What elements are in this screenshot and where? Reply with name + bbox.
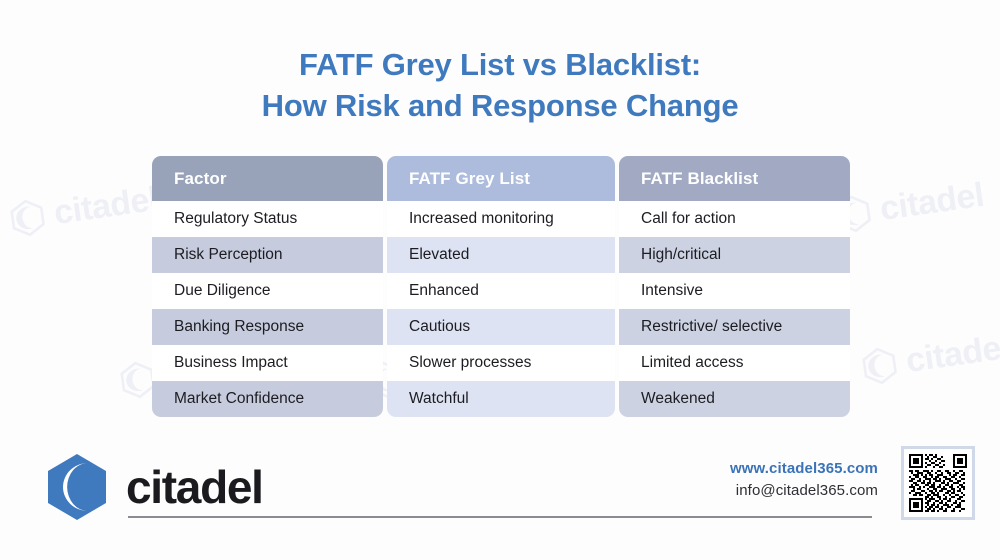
column-header-factor: Factor [152, 156, 383, 201]
table-row: Regulatory Status Increased monitoring C… [152, 201, 850, 237]
footer-divider [128, 516, 872, 518]
page-title-line-2: How Risk and Response Change [261, 88, 739, 123]
cell-grey-list: Enhanced [387, 273, 615, 309]
watermark: citadel [834, 176, 986, 235]
cell-grey-list: Increased monitoring [387, 201, 615, 237]
cell-factor: Market Confidence [152, 381, 383, 417]
qr-code-icon [909, 454, 967, 512]
watermark: citadel [860, 328, 1000, 387]
column-header-blacklist: FATF Blacklist [619, 156, 850, 201]
cell-factor: Due Diligence [152, 273, 383, 309]
qr-code[interactable] [901, 446, 975, 520]
brand-name: citadel [126, 461, 264, 513]
citadel-hexagon-icon [10, 199, 45, 236]
cell-factor: Business Impact [152, 345, 383, 381]
cell-factor: Regulatory Status [152, 201, 383, 237]
watermark-text: citadel [51, 179, 161, 233]
cell-factor: Banking Response [152, 309, 383, 345]
citadel-hexagon-icon [862, 347, 897, 384]
table-row: Business Impact Slower processes Limited… [152, 345, 850, 381]
comparison-table: Factor FATF Grey List FATF Blacklist Reg… [152, 156, 850, 417]
watermark-text: citadel [903, 327, 1000, 381]
cell-blacklist: Weakened [619, 381, 850, 417]
table-row: Market Confidence Watchful Weakened [152, 381, 850, 417]
cell-blacklist: Call for action [619, 201, 850, 237]
column-header-grey-list: FATF Grey List [387, 156, 615, 201]
cell-factor: Risk Perception [152, 237, 383, 273]
cell-grey-list: Elevated [387, 237, 615, 273]
page-title: FATF Grey List vs Blacklist: How Risk an… [0, 44, 1000, 126]
cell-blacklist: Restrictive/ selective [619, 309, 850, 345]
cell-grey-list: Slower processes [387, 345, 615, 381]
website-link[interactable]: www.citadel365.com [730, 460, 878, 477]
cell-blacklist: High/critical [619, 237, 850, 273]
footer: citadel www.citadel365.com info@citadel3… [0, 440, 1000, 560]
cell-blacklist: Intensive [619, 273, 850, 309]
citadel-hexagon-icon [48, 454, 106, 520]
table-row: Due Diligence Enhanced Intensive [152, 273, 850, 309]
cell-grey-list: Cautious [387, 309, 615, 345]
brand-logo: citadel [44, 452, 264, 522]
table-row: Banking Response Cautious Restrictive/ s… [152, 309, 850, 345]
cell-grey-list: Watchful [387, 381, 615, 417]
email-address[interactable]: info@citadel365.com [735, 482, 878, 499]
watermark: citadel [8, 180, 160, 239]
contact-info: www.citadel365.com info@citadel365.com [730, 458, 878, 502]
watermark-text: citadel [877, 175, 987, 229]
page-title-line-1: FATF Grey List vs Blacklist: [298, 47, 702, 82]
table-header-row: Factor FATF Grey List FATF Blacklist [152, 156, 850, 201]
table-row: Risk Perception Elevated High/critical [152, 237, 850, 273]
cell-blacklist: Limited access [619, 345, 850, 381]
